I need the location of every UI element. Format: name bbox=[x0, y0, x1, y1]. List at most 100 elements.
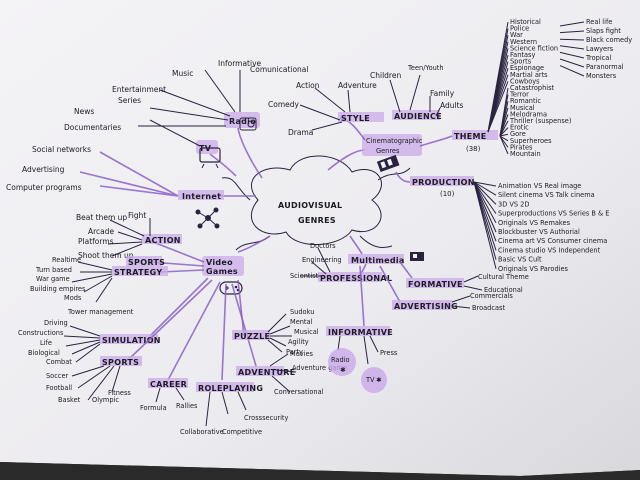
vg-action-beat: Beat them up bbox=[76, 213, 127, 222]
vg-puzzle-mental: Mental bbox=[290, 318, 313, 326]
vg-sim-biological: Biological bbox=[28, 349, 60, 357]
vg-sim-constructions: Constructions bbox=[18, 329, 64, 337]
production-item: 3D VS 2D bbox=[498, 200, 529, 208]
production-label: PRODUCTION bbox=[412, 178, 475, 187]
theme-item: Western bbox=[510, 38, 537, 46]
vg-sports2-label: SPORTS bbox=[102, 358, 139, 367]
production-item: Blockbuster VS Authorial bbox=[498, 228, 580, 236]
internet-social: Social networks bbox=[32, 145, 91, 154]
audience-adults: Adults bbox=[440, 101, 464, 110]
vg-action-shoot: Shoot them up bbox=[78, 251, 134, 260]
audience-children: Children bbox=[370, 71, 401, 80]
radio-circle bbox=[328, 348, 356, 376]
theme-fan-lines bbox=[487, 21, 585, 155]
theme-connector bbox=[499, 133, 509, 137]
gamepad-icon bbox=[219, 281, 243, 295]
theme-item: Fantasy bbox=[510, 51, 535, 59]
vg-action-fight: Fight bbox=[128, 211, 146, 220]
theme-item: Terror bbox=[509, 91, 529, 99]
radio-comunicational: Comunicational bbox=[250, 65, 309, 74]
mm-prof-label: PROFESSIONAL bbox=[320, 274, 392, 283]
vg-puzzle-label: PUZZLE bbox=[234, 332, 270, 341]
vg-adv-label: ADVENTURE bbox=[238, 368, 295, 377]
production-connector bbox=[473, 181, 497, 187]
projector-icon bbox=[410, 252, 424, 261]
style-adventure: Adventure bbox=[338, 81, 377, 90]
vg-sports-basket: Basket bbox=[58, 396, 81, 404]
vg-sports-label: SPORTS bbox=[128, 258, 165, 267]
style-action: Action bbox=[296, 81, 320, 90]
theme-item: Superheroes bbox=[510, 137, 552, 145]
vg-sim-label: SIMULATION bbox=[102, 336, 161, 345]
vg-sports-soccer: Soccer bbox=[46, 372, 69, 380]
vg-sports-olympic: Olympic bbox=[92, 396, 119, 404]
style-label: STYLE bbox=[341, 114, 370, 123]
radio-asterisk-icon: ✱ bbox=[340, 366, 346, 374]
theme-connector bbox=[487, 81, 509, 133]
theme-item: Romantic bbox=[510, 97, 541, 105]
theme-item-2: Lawyers bbox=[586, 45, 614, 53]
production-item: Basic VS Cult bbox=[498, 256, 542, 264]
vg-puzzle-sudoku: Sudoku bbox=[290, 308, 314, 316]
tv-circle bbox=[361, 367, 387, 393]
mm-prof-sci: Scientist bbox=[290, 272, 319, 280]
theme-item: Science fiction bbox=[510, 44, 558, 52]
vg-sim-combat: Combat bbox=[46, 358, 72, 366]
mm-prof-doctors: Doctors bbox=[310, 242, 336, 250]
vg-career-rallies: Rallies bbox=[176, 402, 198, 410]
mm-prof-eng: Engineering bbox=[302, 256, 342, 264]
vg-adv-game: Adventure game bbox=[292, 364, 347, 372]
radio-news: News bbox=[74, 107, 94, 116]
audience-family: Family bbox=[430, 89, 455, 98]
radio-label: Radio bbox=[229, 117, 256, 126]
vg-label-1: Video bbox=[206, 258, 233, 267]
video-games-branch: Video Games ACTION Beat them up Fight Ar… bbox=[18, 211, 347, 436]
theme-connector bbox=[499, 127, 509, 137]
cinema-label-1: Cinematographic bbox=[366, 137, 423, 145]
production-item: Animation VS Real image bbox=[498, 182, 581, 190]
internet-computer: Computer programs bbox=[6, 183, 82, 192]
vg-action-platforms: Platforms bbox=[78, 237, 114, 246]
vg-role-label: ROLEPLAYING bbox=[198, 384, 263, 393]
theme-item: Melodrama bbox=[510, 110, 547, 118]
multimedia-branch: Multimedia PROFESSIONAL Doctors Engineer… bbox=[290, 235, 529, 393]
production-item: Originals VS Parodies bbox=[498, 265, 569, 273]
center-title-1: AUDIOVISUAL bbox=[278, 201, 342, 210]
theme-item-2: Paranormal bbox=[586, 63, 624, 71]
production-connector bbox=[473, 181, 497, 269]
vg-strat-tower: Tower management bbox=[67, 308, 134, 316]
vg-strat-building: Building empires bbox=[30, 285, 86, 293]
theme-item: Martial arts bbox=[510, 71, 548, 79]
vg-role-cross: Crosssecurity bbox=[244, 414, 288, 422]
theme-item: Espionage bbox=[510, 64, 544, 72]
radio-documentaries: Documentaries bbox=[64, 123, 121, 132]
theme-connector-2 bbox=[559, 21, 585, 27]
theme-item: Sports bbox=[510, 58, 532, 66]
production-connector bbox=[473, 181, 497, 224]
theme-connector-2 bbox=[559, 30, 585, 34]
theme-item: Pirates bbox=[510, 143, 533, 151]
theme-connector bbox=[499, 135, 509, 155]
mm-adv-label: ADVERTISING bbox=[394, 302, 458, 311]
theme-item-2: Slaps fight bbox=[586, 27, 621, 35]
vg-strat-turn: Turn based bbox=[35, 266, 72, 274]
internet-advertising: Advertising bbox=[22, 165, 65, 174]
vg-action-arcade: Arcade bbox=[88, 227, 115, 236]
production-connector bbox=[473, 181, 497, 196]
radio-icon bbox=[239, 117, 257, 131]
vg-puzzle-party: Party bbox=[286, 348, 303, 356]
theme-item: Police bbox=[510, 25, 529, 33]
radio-music: Music bbox=[172, 69, 193, 78]
style-comedy: Comedy bbox=[268, 100, 300, 109]
theme-connector-2 bbox=[559, 58, 585, 68]
theme-item-2: Black comedy bbox=[586, 36, 632, 44]
internet-label: Internet bbox=[182, 192, 221, 201]
multimedia-label: Multimedia bbox=[351, 256, 405, 265]
vg-strat-war: War game bbox=[36, 275, 70, 283]
vg-strat-realtime: Realtime bbox=[52, 256, 81, 264]
tv-asterisk-icon: ✱ bbox=[376, 376, 382, 384]
